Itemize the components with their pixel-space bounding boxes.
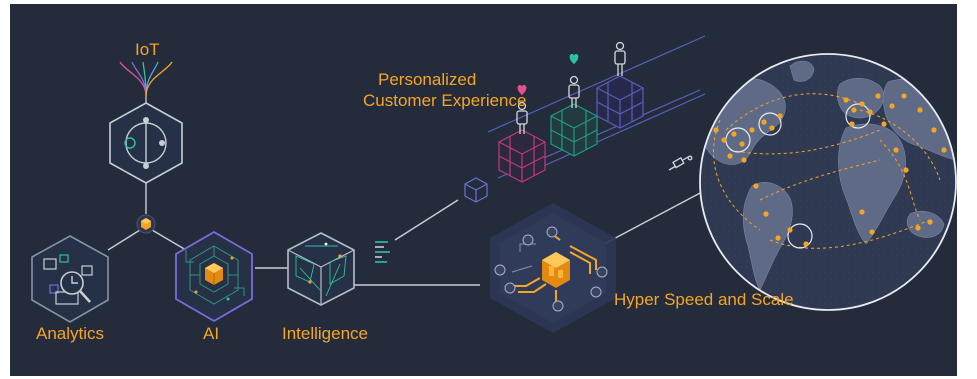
customer-cube-purple — [596, 75, 644, 129]
intelligence-to-personalized-line — [394, 199, 459, 241]
ai-hexagon-icon — [175, 230, 253, 323]
hyper-speed-label: Hyper Speed and Scale — [614, 290, 794, 309]
customer-figure-icon — [568, 75, 580, 108]
intelligence-cube-icon — [287, 232, 355, 306]
intelligence-label: Intelligence — [282, 324, 369, 343]
analytics-label: Analytics — [36, 324, 105, 343]
iot-label: IoT — [135, 40, 160, 59]
greenland-shape — [789, 60, 815, 82]
south-america-shape — [742, 182, 793, 291]
customer-figure-icon — [516, 101, 528, 134]
customer-cube-pink — [498, 129, 546, 183]
customer-figure-icon — [614, 41, 626, 76]
globe-location-markers — [713, 93, 947, 247]
hyper-speed-hexagon-icon — [490, 203, 616, 333]
iot-wires-icon — [119, 61, 173, 104]
globe-routes — [713, 93, 941, 249]
satellite-icon — [668, 155, 693, 171]
customer-cube-green — [550, 103, 598, 157]
hub-cube-icon — [136, 214, 156, 234]
australia-shape — [906, 211, 945, 238]
speed-to-globe-line — [603, 191, 703, 245]
personalized-label-line2: Customer Experience — [363, 91, 527, 110]
iot-hexagon-icon — [109, 102, 183, 184]
personalized-label-line1: Personalized — [378, 70, 477, 89]
code-snippet-icon — [375, 241, 390, 263]
world-globe-icon — [699, 53, 957, 311]
hub-to-analytics-line — [107, 229, 141, 251]
analytics-hexagon-icon — [31, 235, 109, 323]
speed-core-cube-icon — [542, 252, 570, 288]
connector-lines — [107, 181, 703, 286]
heart-icon — [569, 54, 579, 64]
hub-to-ai-line — [151, 229, 187, 251]
small-floating-cube-icon — [464, 177, 488, 203]
globe-region-rings — [725, 103, 871, 249]
africa-shape — [838, 123, 906, 245]
ai-core-cube-icon — [205, 263, 223, 285]
ai-label: AI — [203, 324, 220, 343]
heart-icon — [517, 85, 527, 95]
